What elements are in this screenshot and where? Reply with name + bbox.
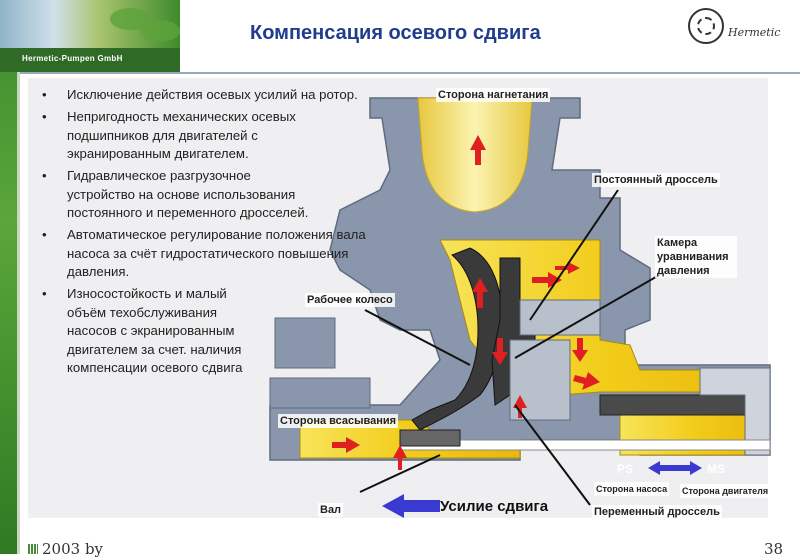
bullet-list: Исключение действия осевых усилий на рот… xyxy=(40,86,370,381)
brand-name: Hermetic-Pumpen GmbH xyxy=(22,54,123,63)
shaft-hub xyxy=(399,429,461,447)
left-flange xyxy=(274,317,336,369)
label-pump-side: Сторона насоса xyxy=(594,482,670,496)
logo-text: Hermetic xyxy=(728,26,781,39)
label-shaft: Вал xyxy=(318,503,344,517)
header-divider xyxy=(20,72,800,74)
label-impeller: Рабочее колесо xyxy=(305,293,395,307)
arrow-right-icon xyxy=(332,437,360,453)
arrow-up-icon xyxy=(513,395,527,418)
label-discharge-side: Сторона нагнетания xyxy=(436,88,551,102)
list-item: Гидравлическое разгрузочное устройство н… xyxy=(40,167,317,223)
page-number: 38 xyxy=(764,540,784,558)
label-fixed-throttle: Постоянный дроссель xyxy=(592,173,720,187)
arrow-down-icon xyxy=(572,338,588,362)
motor-flange xyxy=(699,367,771,456)
list-item: Непригодность механических осевых подшип… xyxy=(40,108,322,164)
leader-lines xyxy=(359,189,669,506)
list-item: Исключение действия осевых усилий на рот… xyxy=(40,86,437,105)
arrow-up-icon xyxy=(393,445,407,470)
label-balance-chamber: Камера уравнивания давления xyxy=(655,236,737,278)
leaf-decor xyxy=(140,20,180,42)
arrow-down-icon xyxy=(492,338,508,365)
label-suction-side: Сторона всасывания xyxy=(278,414,399,428)
footer-copyright: 2003 by xyxy=(42,540,104,558)
page-title: Компенсация осевого сдвига xyxy=(250,22,541,44)
hermetic-logo: Hermetic xyxy=(688,8,798,44)
arrow-right-icon xyxy=(573,372,600,390)
header-photo xyxy=(0,0,180,48)
left-flange-lower xyxy=(269,377,371,409)
shift-force-arrow-icon xyxy=(382,494,440,518)
label-variable-throttle: Переменный дроссель xyxy=(592,505,722,519)
label-ms: MS xyxy=(707,462,725,476)
arrow-up-icon xyxy=(470,135,486,165)
label-motor-side: Сторона двигателя xyxy=(680,484,771,498)
list-item: Износостойкость и малый объём техобслужи… xyxy=(40,285,257,378)
label-shift-force: Усилие сдвига xyxy=(440,498,549,515)
left-decor-band xyxy=(0,0,20,554)
ps-ms-arrow-icon xyxy=(648,461,702,475)
copyright-icon xyxy=(28,544,38,554)
label-ps: PS xyxy=(617,462,634,476)
leaf-decor xyxy=(110,8,150,30)
arrow-right-icon xyxy=(555,262,580,274)
logo-emblem-icon xyxy=(688,8,724,44)
arrow-up-icon xyxy=(472,278,488,308)
list-item: Автоматическое регулирование положения в… xyxy=(40,226,377,282)
brand-bar: Hermetic-Pumpen GmbH xyxy=(0,48,180,72)
